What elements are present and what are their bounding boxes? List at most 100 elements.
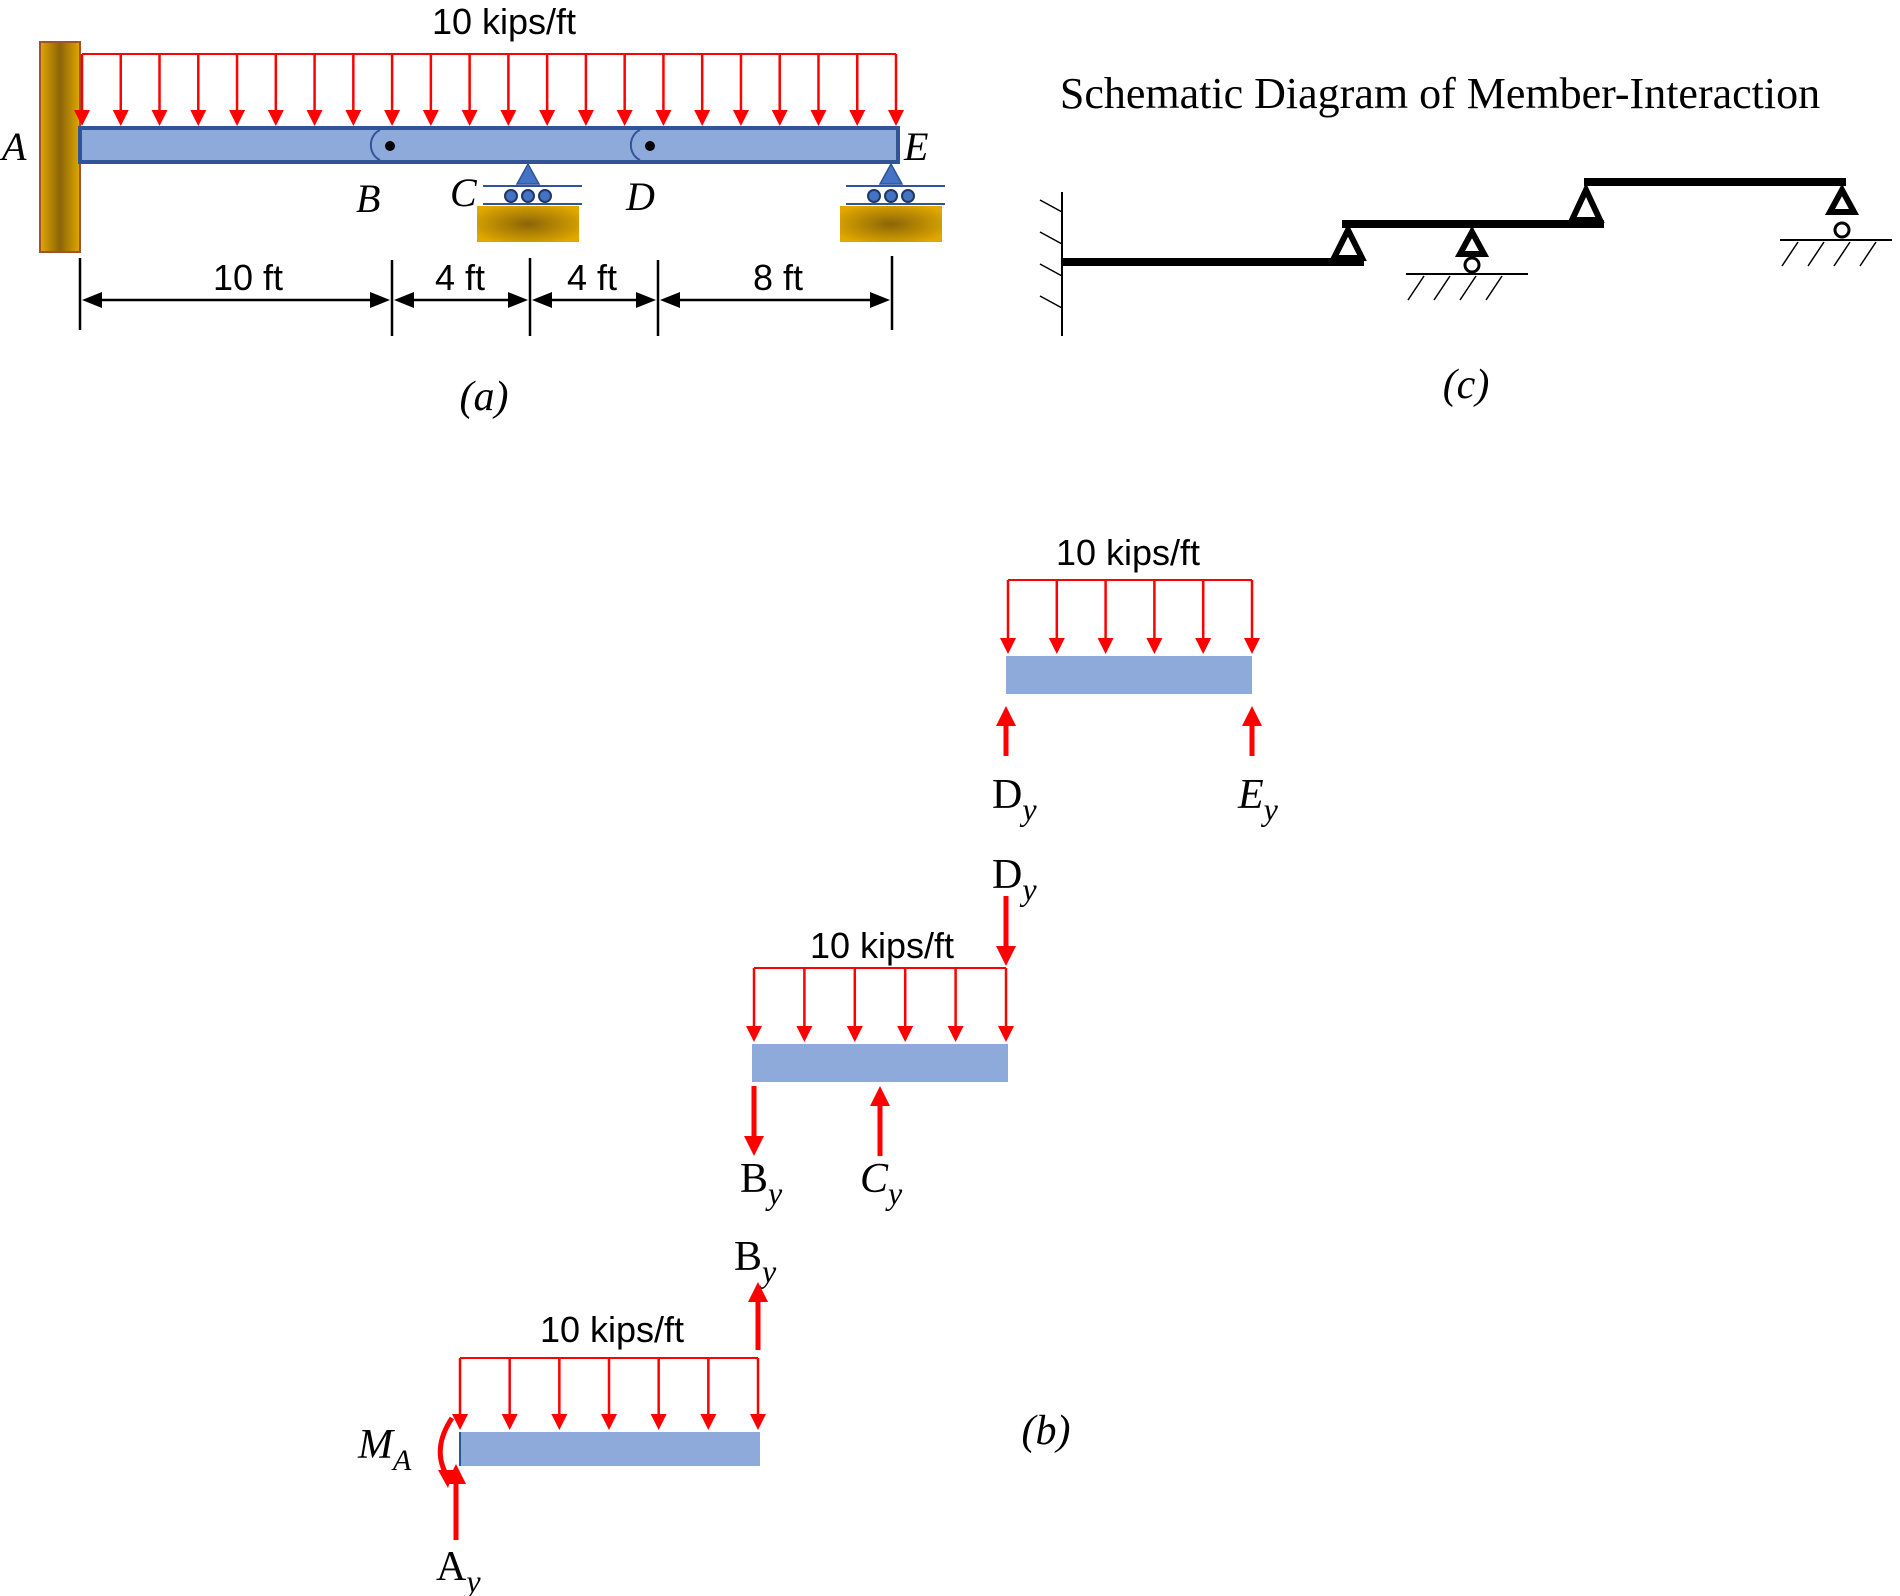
- fbd-bd-load: [746, 967, 1014, 1042]
- fbd-ab-moment-ma: [437, 1416, 455, 1476]
- load-a-arrow-9-head: [422, 110, 439, 126]
- fbd-ab-load-label: 10 kips/ft: [540, 1309, 684, 1350]
- schematic-hinge-d: [1567, 182, 1605, 223]
- fbd-member-de: 10 kips/ft Dy Ey: [992, 532, 1279, 827]
- arrow-dy-down-head: [996, 946, 1016, 966]
- load-a-arrow-17-head: [732, 110, 749, 126]
- fbd-ab-label-ma: MA: [357, 1422, 412, 1477]
- arrow-dy-up-head: [996, 706, 1016, 726]
- caption-a: (a): [460, 374, 509, 420]
- fbd-bd-load-label: 10 kips/ft: [810, 925, 954, 966]
- load-a-arrow-12-head: [539, 110, 556, 126]
- point-label-d: D: [625, 174, 655, 219]
- load-ab-arrow-6-head: [750, 1414, 766, 1430]
- point-label-b: B: [356, 176, 380, 221]
- beam-a: [78, 126, 900, 164]
- fbd-member-ab: 10 kips/ft By Ay MA: [357, 1234, 777, 1596]
- hinge-d-pin: [645, 141, 655, 151]
- load-a-arrow-11-head: [500, 110, 517, 126]
- fbd-bd-label-dy: Dy: [992, 852, 1037, 907]
- arrow-ey-up-head: [1242, 706, 1262, 726]
- fbd-ab-label-by: By: [734, 1234, 777, 1289]
- schematic-support-e: [1780, 183, 1892, 267]
- caption-b: (b): [1022, 1408, 1071, 1454]
- point-label-c: C: [450, 170, 478, 215]
- load-bd-arrow-5-head: [998, 1026, 1014, 1042]
- fbd-de-load-label: 10 kips/ft: [1056, 532, 1200, 573]
- load-ab-arrow-5-head: [700, 1414, 717, 1430]
- caption-c: (c): [1443, 362, 1490, 408]
- part-c: Schematic Diagram of Member-Interaction: [1039, 69, 1892, 408]
- schematic-wall-hatch: [1039, 199, 1063, 309]
- arrow-by-up-head: [748, 1282, 768, 1302]
- dim-label-1: 10 ft: [213, 257, 283, 298]
- dim-label-4: 8 ft: [753, 257, 803, 298]
- fbd-de-label-ey: Ey: [1237, 772, 1279, 827]
- distributed-load-a: [74, 53, 904, 126]
- fbd-member-bd: 10 kips/ft Dy By Cy: [740, 852, 1037, 1211]
- load-a-arrow-18-head: [771, 110, 788, 126]
- fbd-de-beam: [1006, 656, 1252, 694]
- fbd-ab-load: [452, 1357, 766, 1430]
- hinge-b-pin: [385, 141, 395, 151]
- load-a-arrow-0-head: [74, 110, 90, 126]
- load-ab-arrow-2-head: [551, 1414, 568, 1430]
- fbd-bd-beam: [752, 1044, 1008, 1082]
- fbd-ab-beam: [460, 1432, 760, 1466]
- fbd-ab-force-by: [748, 1282, 768, 1350]
- load-bd-arrow-3-head: [897, 1026, 914, 1042]
- fbd-ab-moment-ma-head: [438, 1470, 454, 1488]
- load-ab-arrow-3-head: [601, 1414, 617, 1430]
- load-a-arrow-4-head: [229, 110, 246, 126]
- load-a-arrow-14-head: [616, 110, 633, 126]
- load-bd-arrow-1-head: [796, 1026, 813, 1042]
- arrow-cy-up-head: [870, 1086, 890, 1106]
- arrow-by-down-head: [744, 1136, 764, 1156]
- fbd-bd-force-cy: [870, 1086, 890, 1156]
- load-a-arrow-19-head: [810, 110, 827, 126]
- point-label-e: E: [903, 124, 928, 169]
- load-bd-arrow-2-head: [846, 1026, 863, 1042]
- load-de-arrow-5-head: [1244, 638, 1260, 654]
- fbd-ab-label-ay: Ay: [436, 1544, 481, 1596]
- load-bd-arrow-4-head: [947, 1026, 964, 1042]
- roller-support-e: [840, 162, 945, 242]
- fbd-bd-label-cy: Cy: [860, 1156, 903, 1211]
- schematic-title: Schematic Diagram of Member-Interaction: [1060, 69, 1820, 118]
- load-ab-arrow-0-head: [452, 1414, 468, 1430]
- load-a-arrow-21-head: [888, 110, 904, 126]
- load-ab-arrow-1-head: [501, 1414, 518, 1430]
- roller-support-c: [477, 162, 582, 242]
- load-de-arrow-0-head: [1000, 638, 1016, 654]
- hinge-b: [369, 129, 381, 161]
- schematic-support-c: [1406, 225, 1528, 301]
- load-a-arrow-2-head: [151, 110, 168, 126]
- point-label-a: A: [0, 124, 27, 169]
- fbd-de-label-dy: Dy: [992, 772, 1037, 827]
- load-ab-arrow-4-head: [650, 1414, 667, 1430]
- part-a: 10 kips/ft A B C D E: [0, 1, 945, 420]
- fixed-support-a: [39, 41, 81, 253]
- load-label-a: 10 kips/ft: [432, 1, 576, 42]
- dimension-arrowheads: [82, 292, 890, 308]
- load-a-arrow-20-head: [849, 110, 866, 126]
- load-de-arrow-2-head: [1097, 638, 1114, 654]
- load-a-arrow-1-head: [112, 110, 129, 126]
- load-de-arrow-4-head: [1195, 638, 1212, 654]
- load-de-arrow-3-head: [1146, 638, 1163, 654]
- schematic-hinge-b: [1329, 223, 1367, 261]
- fbd-bd-label-by: By: [740, 1156, 783, 1211]
- fbd-bd-force-by: [744, 1086, 764, 1156]
- load-a-arrow-5-head: [267, 110, 284, 126]
- hinge-d: [629, 129, 641, 161]
- load-a-arrow-16-head: [694, 110, 711, 126]
- dim-label-2: 4 ft: [435, 257, 485, 298]
- dim-label-3: 4 ft: [567, 257, 617, 298]
- fbd-de-force-dy: [996, 706, 1016, 756]
- load-de-arrow-1-head: [1048, 638, 1065, 654]
- fbd-de-load: [1000, 579, 1260, 654]
- load-a-arrow-13-head: [577, 110, 594, 126]
- load-a-arrow-3-head: [190, 110, 207, 126]
- part-b: 10 kips/ft Dy Ey 10 kips/ft Dy By Cy 10 …: [357, 532, 1279, 1596]
